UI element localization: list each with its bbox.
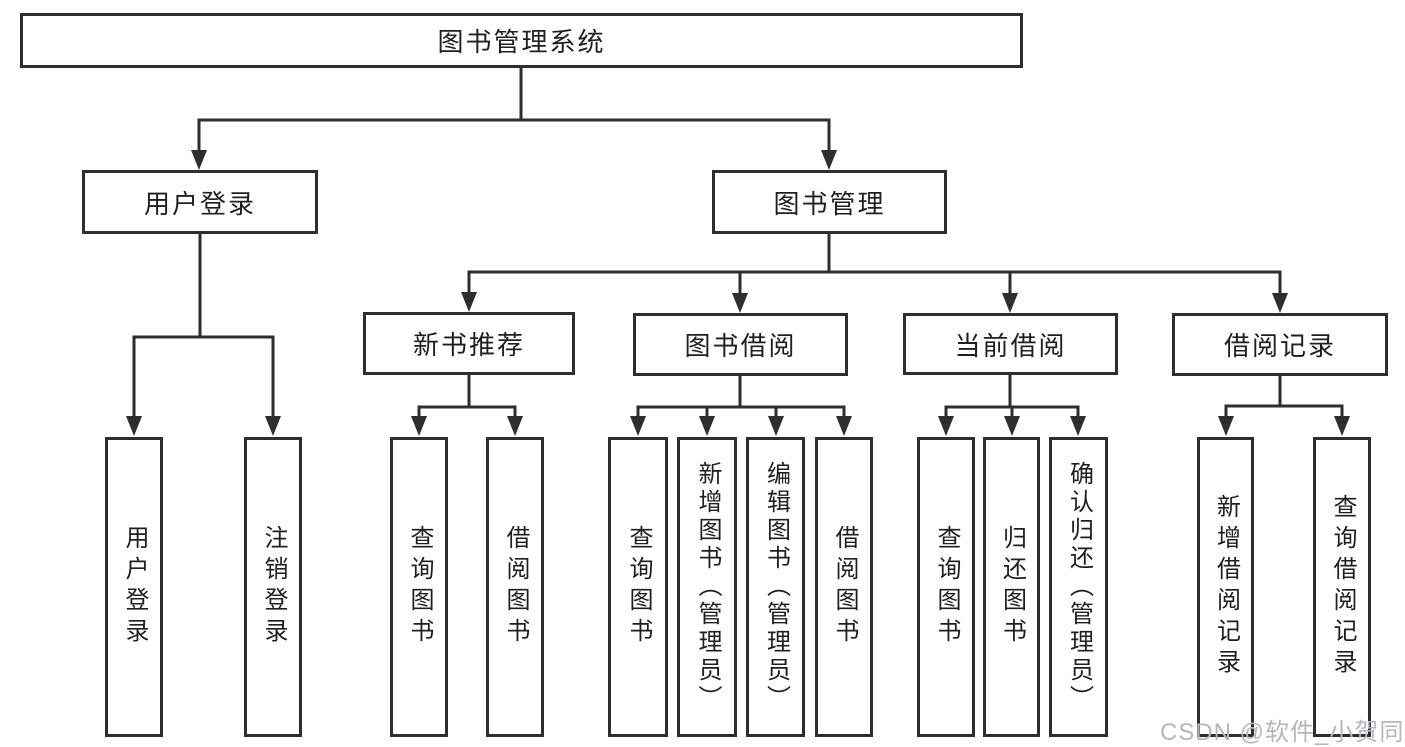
arrow-to-leaf-cb-confirm: [1070, 416, 1086, 436]
leaf-edit-books-admin: 编辑图书（管理员）: [746, 437, 805, 737]
node-book-management: 图书管理: [712, 170, 947, 234]
arrow-to-leaf-nb-borrow: [507, 416, 523, 436]
leaf-add-borrow-record: 新增借阅记录: [1197, 437, 1254, 737]
arrow-to-leaf-bb-edit: [768, 416, 784, 436]
node-root-library-system: 图书管理系统: [20, 13, 1023, 68]
arrow-to-leaf-cb-return: [1004, 416, 1020, 436]
arrow-to-leaf-br-query: [1334, 416, 1350, 436]
arrow-to-leaf-cb-query: [938, 416, 954, 436]
arrow-to-new-book: [461, 292, 477, 312]
leaf-query-books: 查询图书: [917, 437, 975, 737]
arrow-to-leaf-nb-query: [411, 416, 427, 436]
arrowheads: [126, 150, 1350, 436]
leaf-return-books: 归还图书: [983, 437, 1040, 737]
arrow-to-leaf-bb-query: [630, 416, 646, 436]
arrow-to-book-mgmt: [821, 150, 837, 170]
leaf-query-books: 查询图书: [608, 437, 668, 737]
connector-stems: [132, 68, 1344, 420]
arrow-to-book-borrow: [732, 293, 748, 313]
node-new-book-recommend: 新书推荐: [363, 312, 575, 375]
leaf-borrow-books: 借阅图书: [486, 437, 544, 737]
leaf-query-books: 查询图书: [390, 437, 448, 737]
arrow-to-borrow-rec: [1272, 293, 1288, 313]
leaf-add-books-admin: 新增图书（管理员）: [677, 437, 737, 737]
csdn-watermark: CSDN @软件_小贺同学: [1160, 719, 1405, 746]
arrow-to-user-login: [191, 150, 207, 170]
node-book-borrowing: 图书借阅: [633, 313, 848, 376]
node-borrowing-records: 借阅记录: [1172, 313, 1388, 376]
arrow-to-cur-borrow: [1002, 293, 1018, 313]
arrow-to-leaf-bb-borrow: [836, 416, 852, 436]
arrow-to-leaf-user-login: [126, 416, 142, 436]
arrow-to-leaf-logout: [265, 416, 281, 436]
node-current-borrowing: 当前借阅: [903, 313, 1118, 375]
arrow-to-leaf-bb-add: [699, 416, 715, 436]
node-user-login: 用户登录: [82, 170, 318, 234]
leaf-user-login: 用户登录: [105, 437, 163, 737]
arrow-to-leaf-br-add: [1218, 416, 1234, 436]
leaf-logout: 注销登录: [244, 437, 302, 737]
leaf-confirm-return-admin: 确认归还（管理员）: [1049, 437, 1108, 737]
leaf-query-borrow-record: 查询借阅记录: [1313, 437, 1371, 737]
leaf-borrow-books: 借阅图书: [815, 437, 873, 737]
